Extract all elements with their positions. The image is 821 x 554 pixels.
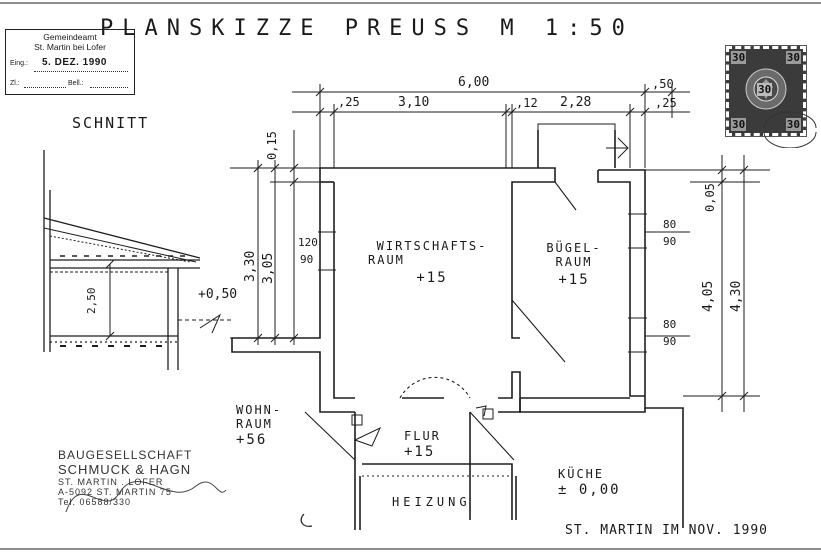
dim-seg-right-wall: ,25 bbox=[655, 96, 677, 110]
dim-right-wall: ,50 bbox=[652, 77, 674, 91]
corner-mark bbox=[300, 513, 313, 527]
dim-window1-width: 90 bbox=[663, 235, 677, 248]
postmark-cancel bbox=[763, 111, 817, 148]
postage-value-br: 30 bbox=[785, 118, 801, 131]
company-type: BAUGESELLSCHAFT bbox=[58, 448, 193, 462]
dim-seg-room1: 3,10 bbox=[398, 95, 430, 110]
section-drawing bbox=[43, 150, 232, 370]
dim-left-window-height: 120 bbox=[298, 236, 318, 249]
dim-window2-height: 80 bbox=[663, 318, 677, 331]
room-flur: FLUR +15 bbox=[404, 429, 466, 460]
stamp-zl-line bbox=[24, 87, 66, 88]
sheet-title: PLANSKIZZE PREUSS M 1:50 bbox=[100, 16, 634, 41]
room-kueche: KÜCHE ± 0,00 bbox=[558, 467, 638, 498]
dim-total-width: 6,00 bbox=[458, 75, 490, 90]
dim-right-inner-height: 4,05 bbox=[701, 280, 716, 312]
room-buegelraum: BÜGEL- RAUM +15 bbox=[538, 241, 610, 288]
stamp-bell-label: Bell.: bbox=[68, 80, 84, 87]
postage-value-bl: 30 bbox=[731, 118, 747, 131]
room-elevation: ± 0,00 bbox=[558, 481, 621, 498]
room-elevation: +15 bbox=[404, 443, 436, 460]
room-wohnraum: WOHN- RAUM +56 bbox=[236, 403, 298, 448]
municipal-receipt-stamp: Gemeindeamt St. Martin bei Lofer Eing.: … bbox=[5, 29, 135, 95]
signature-scribble bbox=[65, 481, 227, 513]
company-stamp: BAUGESELLSCHAFT SCHMUCK & HAGN ST. MARTI… bbox=[58, 448, 192, 507]
room-elevation: +15 bbox=[558, 271, 590, 288]
top-dimension-lines bbox=[292, 84, 690, 168]
section-elevation: +0,50 bbox=[198, 287, 238, 302]
right-dimension-lines bbox=[645, 155, 770, 412]
dim-window1-height: 80 bbox=[663, 218, 677, 231]
dim-seg-room2: 2,28 bbox=[560, 95, 592, 110]
stamp-office: Gemeindeamt bbox=[43, 32, 97, 42]
dim-left-inner-height: 3,05 bbox=[261, 252, 276, 284]
postage-value-tl: 30 bbox=[731, 51, 747, 64]
building-walls bbox=[231, 123, 684, 530]
dim-left-top-wall: 0,15 bbox=[265, 131, 279, 160]
room-elevation: +15 bbox=[416, 269, 448, 286]
room-name-cont: RAUM bbox=[236, 416, 273, 431]
room-name: KÜCHE bbox=[558, 467, 605, 481]
stamp-zl-label: Zl.: bbox=[10, 80, 20, 87]
postage-stamp: 30 30 30 30 30 bbox=[725, 45, 807, 137]
section-height: 2,50 bbox=[85, 287, 98, 315]
room-elevation: +56 bbox=[236, 431, 268, 448]
stamp-date-line bbox=[34, 71, 128, 72]
company-location: ST. MARTIN . LOFER bbox=[58, 477, 164, 487]
dim-left-outer-height: 3,30 bbox=[243, 250, 258, 282]
room-name: WIRTSCHAFTS- bbox=[376, 239, 488, 253]
place-and-date: ST. MARTIN IM NOV. 1990 bbox=[565, 523, 769, 538]
company-name: SCHMUCK & HAGN bbox=[58, 462, 192, 477]
left-dimension-lines bbox=[230, 130, 320, 345]
room-name: WOHN- bbox=[236, 403, 283, 417]
dim-window2-width: 90 bbox=[663, 335, 677, 348]
company-address: A-5092 ST. MARTIN 75 bbox=[58, 487, 172, 497]
room-wirtschaftsraum: WIRTSCHAFTS- RAUM +15 bbox=[366, 239, 498, 286]
dim-right-top-wall: 0,05 bbox=[703, 183, 717, 212]
room-name-cont: RAUM bbox=[555, 254, 593, 269]
room-heizung: HEIZUNG bbox=[392, 495, 502, 510]
dim-seg-partition: ,12 bbox=[516, 96, 538, 110]
postage-value-tr: 30 bbox=[785, 51, 801, 64]
dim-left-window-width: 90 bbox=[300, 253, 314, 266]
dim-right-outer-height: 4,30 bbox=[729, 280, 744, 312]
room-name: FLUR bbox=[404, 429, 441, 443]
section-label: SCHNITT bbox=[72, 114, 150, 132]
company-phone: Tel. 06588/330 bbox=[58, 497, 132, 507]
room-name-cont: RAUM bbox=[368, 252, 405, 267]
stamp-received-label: Eing.: bbox=[10, 60, 28, 67]
room-name: BÜGEL- bbox=[546, 241, 602, 255]
stamp-received-date: 5. DEZ. 1990 bbox=[42, 57, 107, 68]
postage-center-value: 30 bbox=[757, 83, 773, 96]
room-name: HEIZUNG bbox=[392, 495, 471, 509]
dim-seg-left-wall: ,25 bbox=[338, 95, 360, 109]
stamp-bell-line bbox=[90, 87, 128, 88]
stamp-municipality: St. Martin bei Lofer bbox=[34, 42, 106, 52]
